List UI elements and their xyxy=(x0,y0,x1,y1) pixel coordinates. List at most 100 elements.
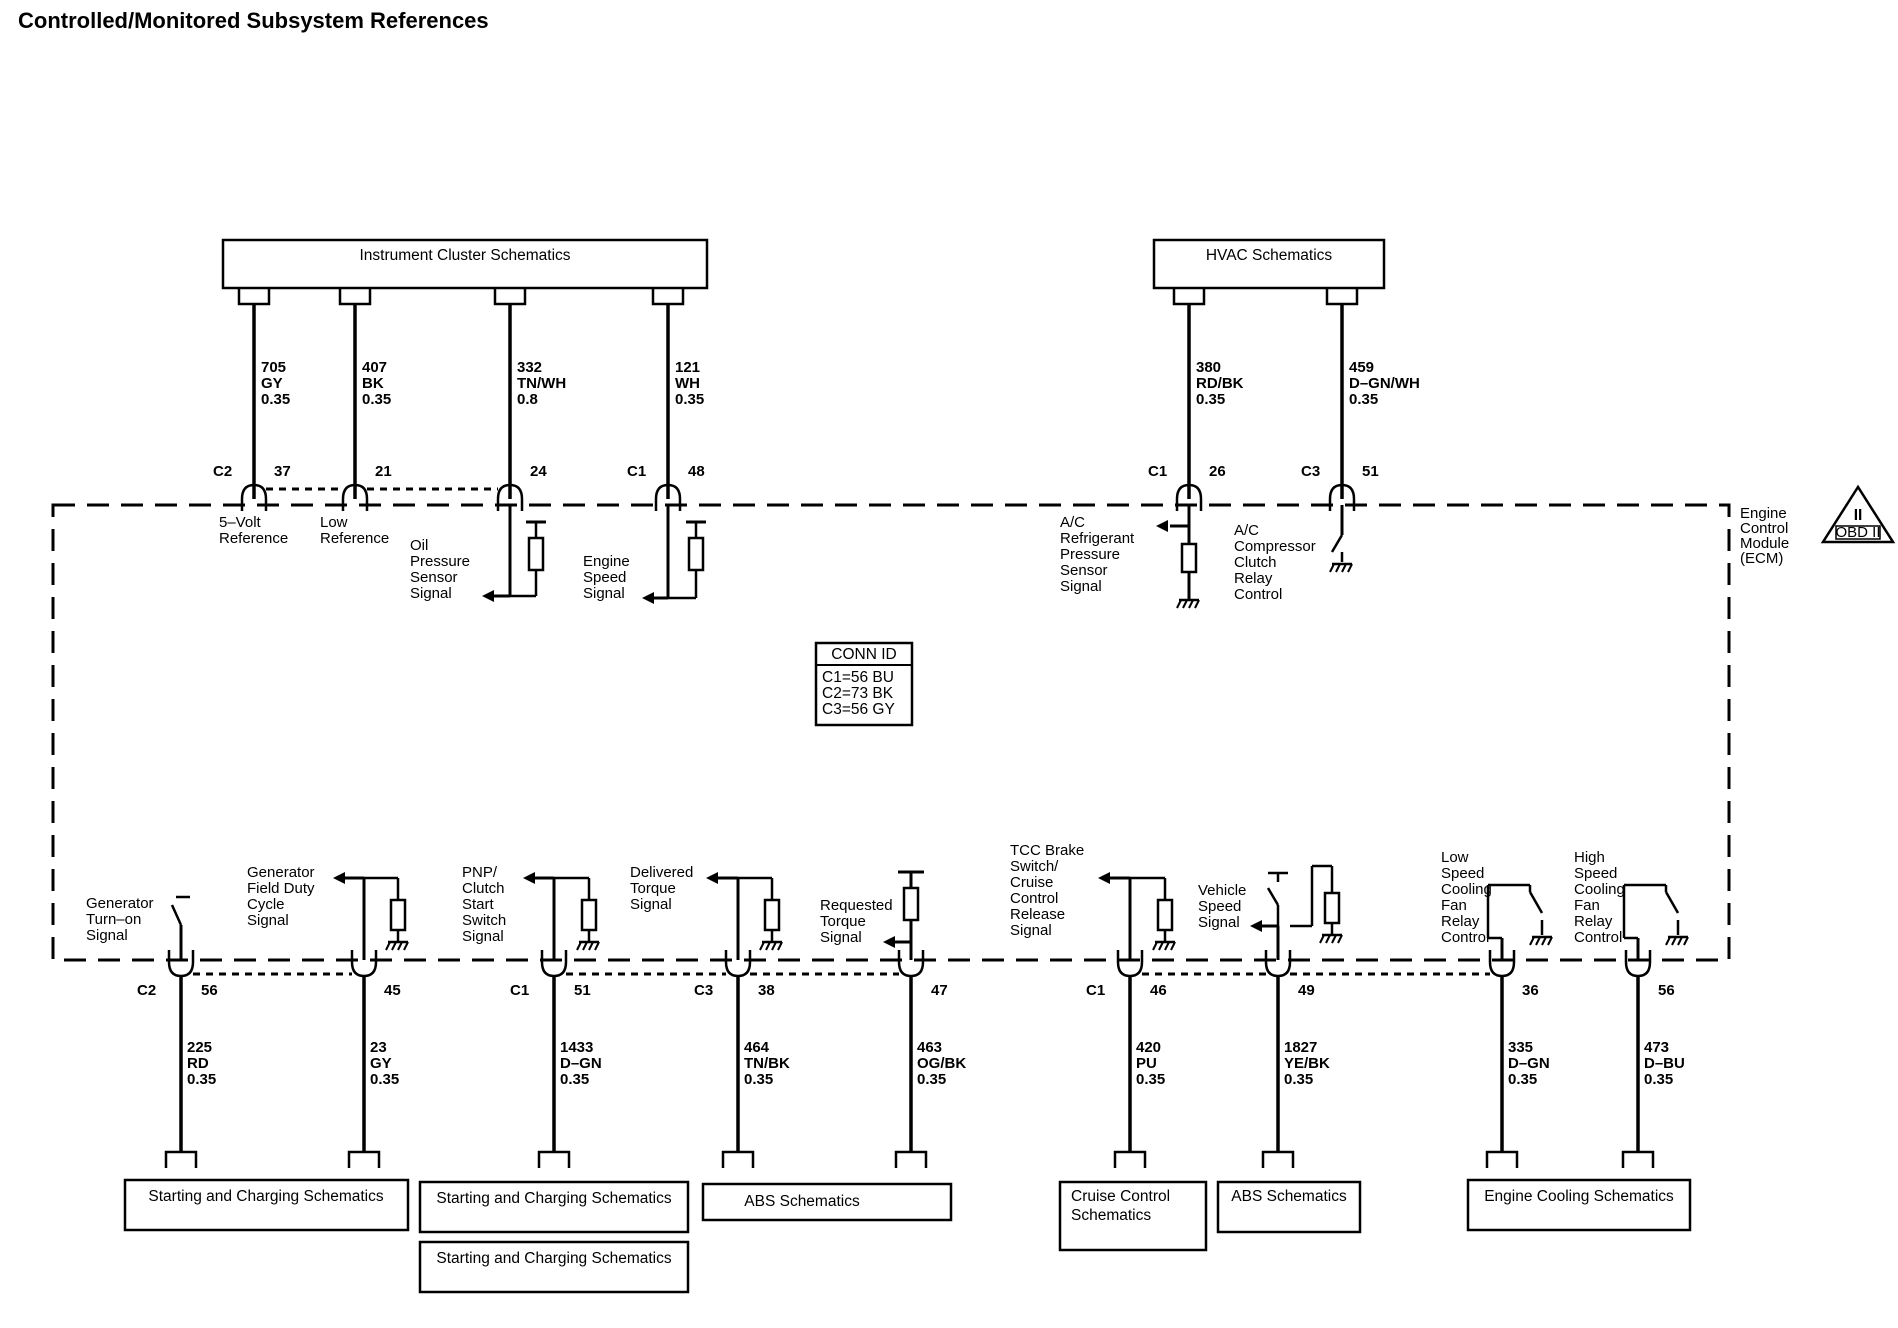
ground-symbol xyxy=(777,941,783,951)
obd-badge-bottom: OBD II xyxy=(1835,524,1880,541)
ground-symbol xyxy=(1529,936,1535,946)
signal-arrow xyxy=(482,590,494,602)
signal-label: Field Duty xyxy=(247,880,315,897)
cruise-control-box[interactable] xyxy=(1058,1180,1208,1252)
resistor xyxy=(1156,898,1174,932)
pin-number: 26 xyxy=(1209,463,1226,480)
conn-id-line: C1=56 BU xyxy=(822,669,894,686)
pin-number: 24 xyxy=(530,463,547,480)
signal-label: Clutch xyxy=(462,880,505,897)
connector-id: C3 xyxy=(1301,463,1320,480)
abs-box-1[interactable] xyxy=(701,1182,953,1222)
starting-charging-box-2[interactable] xyxy=(418,1180,690,1234)
sensor-label: Signal xyxy=(1060,578,1102,595)
wire-gauge: 0.35 xyxy=(187,1071,216,1088)
module-label: Engine xyxy=(1740,505,1787,522)
signal-arrow xyxy=(1250,920,1262,932)
wire-circuit: 407 xyxy=(362,359,387,376)
wire-circuit: 225 xyxy=(187,1039,212,1056)
reference-label: Low xyxy=(320,514,348,531)
ground-symbol xyxy=(765,941,771,951)
signal-arrow xyxy=(706,872,718,884)
ground-symbol xyxy=(1319,934,1325,944)
connector-plug xyxy=(493,288,527,306)
signal-label: Signal xyxy=(820,929,862,946)
wire-color: PU xyxy=(1136,1055,1157,1072)
wire-circuit: 380 xyxy=(1196,359,1221,376)
obd-badge-top: II xyxy=(1854,507,1863,524)
resistor xyxy=(389,898,407,932)
ground-symbol xyxy=(1164,941,1170,951)
relay-label: Speed xyxy=(1441,865,1484,882)
abs-box-2[interactable] xyxy=(1216,1180,1362,1234)
relay-label: Cooling xyxy=(1574,881,1625,898)
wire-circuit: 463 xyxy=(917,1039,942,1056)
starting-charging-box-3[interactable] xyxy=(418,1240,690,1294)
resistor xyxy=(1323,891,1341,925)
signal-label: Start xyxy=(462,896,495,913)
wire-gauge: 0.35 xyxy=(362,391,391,408)
conn-id-header: CONN ID xyxy=(831,646,896,663)
wire-gauge: 0.35 xyxy=(1284,1071,1313,1088)
wire-circuit: 332 xyxy=(517,359,542,376)
relay-label: High xyxy=(1574,849,1605,866)
sensor-label: Pressure xyxy=(410,553,470,570)
ground-symbol xyxy=(1535,936,1541,946)
connector-plug xyxy=(1485,1150,1519,1168)
wire-color: RD/BK xyxy=(1196,375,1244,392)
instrument-cluster-box[interactable] xyxy=(221,238,709,290)
wire-circuit: 121 xyxy=(675,359,700,376)
wire-color: GY xyxy=(370,1055,392,1072)
sensor-label: Speed xyxy=(583,569,626,586)
connector-id: C2 xyxy=(213,463,232,480)
connector-id: C1 xyxy=(627,463,646,480)
sensor-label: Sensor xyxy=(410,569,458,586)
wire-circuit: 473 xyxy=(1644,1039,1669,1056)
wire-color: D–GN xyxy=(560,1055,602,1072)
starting-charging-box-1[interactable] xyxy=(123,1178,410,1232)
hvac-box[interactable] xyxy=(1152,238,1386,290)
sensor-label: Oil xyxy=(410,537,428,554)
module-label: (ECM) xyxy=(1740,550,1783,567)
starting-charging-label-1: Starting and Charging Schematics xyxy=(148,1188,383,1205)
ground-symbol xyxy=(1677,936,1683,946)
engine-cooling-box[interactable] xyxy=(1466,1178,1692,1232)
connector-terminal xyxy=(496,483,524,511)
sensor-label: Sensor xyxy=(1060,562,1108,579)
signal-arrow xyxy=(1156,520,1168,532)
signal-arrow xyxy=(642,592,654,604)
signal-label: Signal xyxy=(1010,922,1052,939)
sensor-label: Refrigerant xyxy=(1060,530,1135,547)
relay-switch xyxy=(1330,534,1344,553)
wire-color: YE/BK xyxy=(1284,1055,1330,1072)
wire-gauge: 0.35 xyxy=(370,1071,399,1088)
signal-label: Signal xyxy=(630,896,672,913)
conn-id-line: C3=56 GY xyxy=(822,701,895,718)
connector-id: C1 xyxy=(510,982,529,999)
signal-arrow xyxy=(1098,872,1110,884)
resistor xyxy=(687,536,705,572)
ground-symbol xyxy=(576,941,582,951)
wire-gauge: 0.35 xyxy=(744,1071,773,1088)
ground-symbol xyxy=(1152,941,1158,951)
ground-symbol xyxy=(385,941,391,951)
wire-gauge: 0.35 xyxy=(1508,1071,1537,1088)
signal-label: Torque xyxy=(630,880,676,897)
connector-plug xyxy=(1325,288,1359,306)
pin-number: 51 xyxy=(574,982,591,999)
hvac-label: HVAC Schematics xyxy=(1206,247,1333,264)
connector-id: C1 xyxy=(1086,982,1105,999)
conn-id-line: C2=73 BK xyxy=(822,685,894,702)
connector-plug xyxy=(237,288,271,306)
module-label: Module xyxy=(1740,535,1789,552)
signal-arrow xyxy=(333,872,345,884)
cruise-control-label: Cruise Control xyxy=(1071,1188,1170,1205)
pin-number: 38 xyxy=(758,982,775,999)
switch xyxy=(170,904,183,926)
ground-symbol xyxy=(1671,936,1677,946)
abs-label-2: ABS Schematics xyxy=(1231,1188,1347,1205)
ground-symbol xyxy=(1188,599,1194,609)
ground-symbol xyxy=(759,941,765,951)
ground-symbol xyxy=(1158,941,1164,951)
